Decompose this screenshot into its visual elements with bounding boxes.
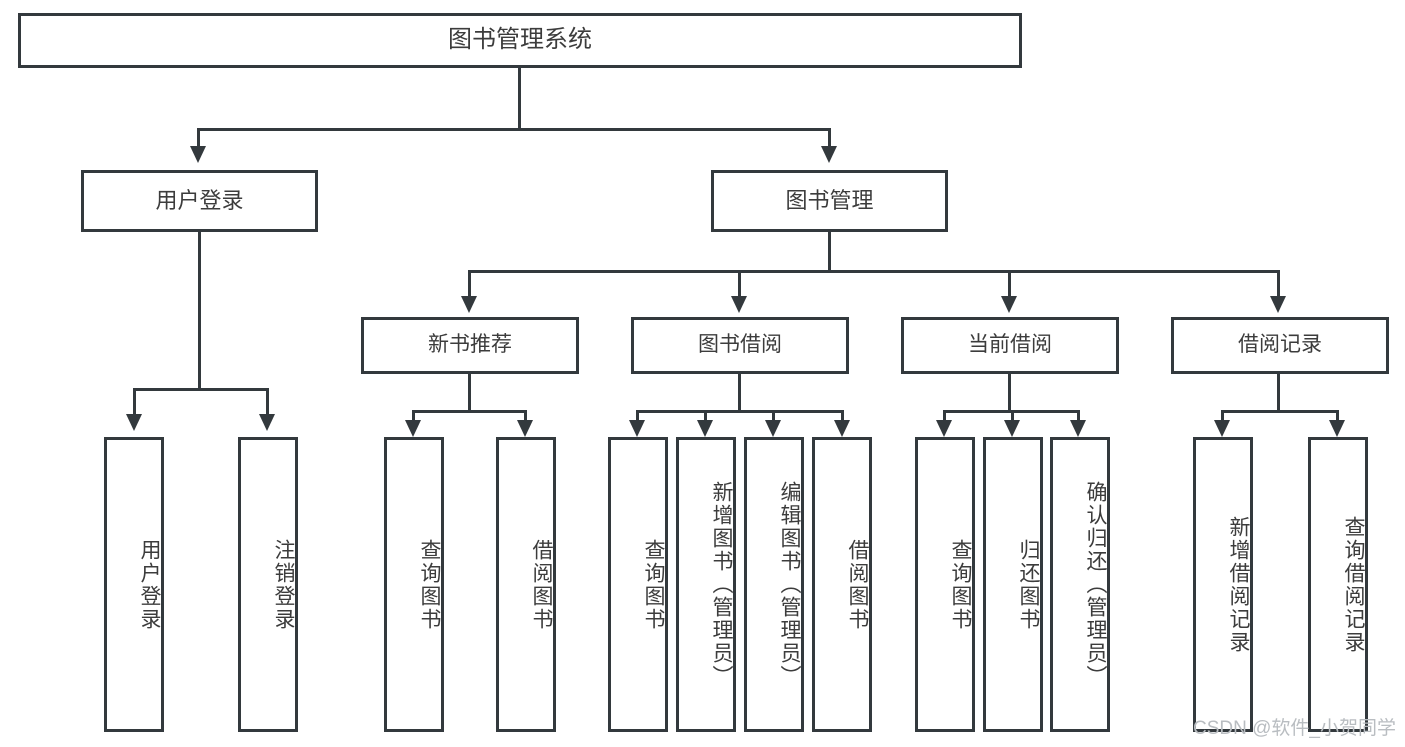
connector-login-bus [133, 388, 269, 391]
node-borrow-record[interactable]: 借阅记录 [1171, 317, 1389, 374]
connector-recommend-stem [468, 374, 471, 412]
leaf-user-login[interactable]: 用户登录 [104, 437, 164, 732]
connector-bookmgmt-to-c3 [1008, 270, 1011, 298]
arrowhead-borrowrecord-leaf2 [1329, 420, 1345, 437]
arrowhead-bookmgmt-c2 [731, 296, 747, 313]
connector-currentborrow-to-leaf2 [1011, 410, 1014, 424]
connector-login-to-leaf1 [133, 388, 136, 416]
connector-bookborrow-to-leaf3 [772, 410, 775, 424]
leaf-confirm-return-admin[interactable]: 确认归还（管理员） [1050, 437, 1110, 732]
node-label: 借阅记录 [1238, 333, 1322, 357]
connector-bookborrow-stem [738, 374, 741, 412]
connector-login-to-leaf2 [266, 388, 269, 416]
node-label: 新书推荐 [428, 333, 512, 357]
arrowhead-bookborrow-leaf1 [629, 420, 645, 437]
node-label: 查询图书 [418, 538, 441, 631]
leaf-query-book-borrow[interactable]: 查询图书 [608, 437, 668, 732]
leaf-query-book-current[interactable]: 查询图书 [915, 437, 975, 732]
arrowhead-bookmgmt-c1 [461, 296, 477, 313]
arrowhead-borrowrecord-leaf1 [1214, 420, 1230, 437]
connector-recommend-bus [412, 410, 527, 413]
node-label: 编辑图书（管理员） [778, 481, 801, 688]
csdn-watermark: CSDN @软件_小贺同学 [1193, 718, 1396, 739]
node-current-borrow[interactable]: 当前借阅 [901, 317, 1119, 374]
leaf-borrow-book-recommend[interactable]: 借阅图书 [496, 437, 556, 732]
connector-bookborrow-to-leaf1 [636, 410, 639, 424]
leaf-query-book-recommend[interactable]: 查询图书 [384, 437, 444, 732]
node-user-login[interactable]: 用户登录 [81, 170, 318, 232]
node-label: 用户登录 [138, 538, 161, 631]
connector-bookmgmt-to-c2 [738, 270, 741, 298]
leaf-add-book-admin[interactable]: 新增图书（管理员） [676, 437, 736, 732]
connector-recommend-to-leaf1 [412, 410, 415, 424]
connector-borrowrecord-to-leaf1 [1221, 410, 1224, 424]
node-root-system[interactable]: 图书管理系统 [18, 13, 1022, 68]
leaf-add-borrow-record[interactable]: 新增借阅记录 [1193, 437, 1253, 732]
arrowhead-bookmgmt-c3 [1001, 296, 1017, 313]
connector-root-to-bookmgmt [828, 128, 831, 150]
leaf-borrow-book[interactable]: 借阅图书 [812, 437, 872, 732]
connector-currentborrow-to-leaf1 [943, 410, 946, 424]
arrowhead-recommend-leaf1 [405, 420, 421, 437]
leaf-return-book[interactable]: 归还图书 [983, 437, 1043, 732]
node-label: 新增图书（管理员） [710, 481, 733, 688]
connector-bookborrow-bus [636, 410, 844, 413]
connector-bookmgmt-bus [468, 270, 1280, 273]
leaf-query-borrow-record[interactable]: 查询借阅记录 [1308, 437, 1368, 732]
node-label: 图书借阅 [698, 333, 782, 357]
node-label: 查询图书 [949, 538, 972, 631]
node-label: 注销登录 [272, 538, 295, 631]
connector-bookmgmt-to-c1 [468, 270, 471, 298]
connector-currentborrow-to-leaf3 [1077, 410, 1080, 424]
node-book-management[interactable]: 图书管理 [711, 170, 948, 232]
arrowhead-login-leaf2 [259, 414, 275, 431]
connector-root-bus [197, 128, 831, 131]
node-label: 新增借阅记录 [1227, 515, 1250, 654]
connector-bookborrow-to-leaf2 [704, 410, 707, 424]
connector-currentborrow-stem [1008, 374, 1011, 412]
connector-borrowrecord-bus [1221, 410, 1339, 413]
arrowhead-currentborrow-leaf3 [1070, 420, 1086, 437]
arrowhead-recommend-leaf2 [517, 420, 533, 437]
connector-bookmgmt-to-c4 [1277, 270, 1280, 298]
node-label: 确认归还（管理员） [1084, 481, 1107, 688]
connector-login-stem [198, 232, 201, 390]
node-book-borrow[interactable]: 图书借阅 [631, 317, 849, 374]
arrowhead-bookborrow-leaf2 [697, 420, 713, 437]
node-label: 图书管理系统 [448, 26, 592, 54]
arrowhead-currentborrow-leaf2 [1004, 420, 1020, 437]
arrowhead-bookborrow-leaf3 [765, 420, 781, 437]
node-label: 用户登录 [155, 188, 244, 214]
node-label: 查询图书 [642, 538, 665, 631]
connector-borrowrecord-stem [1277, 374, 1280, 412]
leaf-edit-book-admin[interactable]: 编辑图书（管理员） [744, 437, 804, 732]
connector-bookmgmt-stem [828, 232, 831, 272]
connector-recommend-to-leaf2 [524, 410, 527, 424]
node-label: 当前借阅 [968, 333, 1052, 357]
arrowhead-root-to-login [190, 146, 206, 163]
arrowhead-login-leaf1 [126, 414, 142, 431]
node-new-book-recommend[interactable]: 新书推荐 [361, 317, 579, 374]
leaf-logout[interactable]: 注销登录 [238, 437, 298, 732]
connector-bookborrow-to-leaf4 [841, 410, 844, 424]
arrowhead-root-to-bookmgmt [821, 146, 837, 163]
arrowhead-bookmgmt-c4 [1270, 296, 1286, 313]
node-label: 图书管理 [785, 188, 874, 214]
node-label: 借阅图书 [846, 538, 869, 631]
node-label: 借阅图书 [530, 538, 553, 631]
arrowhead-bookborrow-leaf4 [834, 420, 850, 437]
node-label: 查询借阅记录 [1342, 515, 1365, 654]
connector-root-to-login [197, 128, 200, 150]
connector-root-stem [518, 68, 521, 130]
connector-borrowrecord-to-leaf2 [1336, 410, 1339, 424]
node-label: 归还图书 [1017, 538, 1040, 631]
arrowhead-currentborrow-leaf1 [936, 420, 952, 437]
